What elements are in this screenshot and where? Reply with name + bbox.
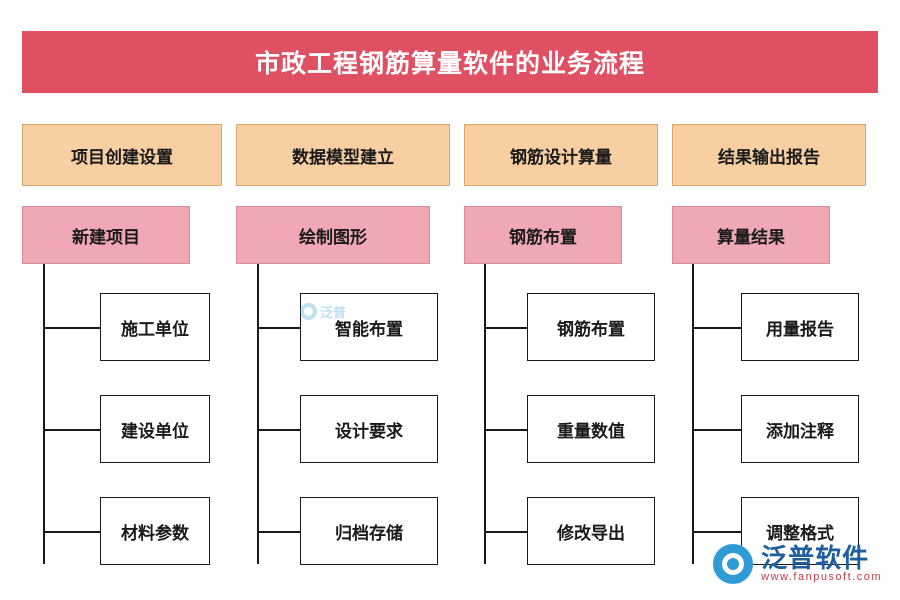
- leaf-box-2-2[interactable]: 设计要求: [300, 395, 438, 463]
- connector-branch-1-1: [43, 327, 101, 329]
- leaf-box-4-1[interactable]: 用量报告: [741, 293, 859, 361]
- connector-branch-1-3: [43, 531, 101, 533]
- brand-logo: 泛普软件 www.fanpusoft.com: [713, 544, 882, 584]
- brand-text-group: 泛普软件 www.fanpusoft.com: [761, 542, 882, 584]
- leaf-box-2-3[interactable]: 归档存储: [300, 497, 438, 565]
- title-banner: 市政工程钢筋算量软件的业务流程: [22, 31, 878, 93]
- connector-branch-2-1: [257, 327, 301, 329]
- connector-branch-3-2: [484, 429, 528, 431]
- level2-box-4[interactable]: 算量结果: [672, 206, 830, 264]
- brand-name-cn: 泛普软件: [761, 542, 870, 573]
- leaf-box-3-2[interactable]: 重量数值: [527, 395, 655, 463]
- leaf-box-4-2[interactable]: 添加注释: [741, 395, 859, 463]
- level1-box-3[interactable]: 钢筋设计算量: [464, 124, 658, 186]
- leaf-box-4-3[interactable]: 调整格式: [741, 497, 859, 565]
- leaf-box-1-1[interactable]: 施工单位: [100, 293, 210, 361]
- connector-trunk-1: [43, 264, 45, 564]
- connector-trunk-2: [257, 264, 259, 564]
- level1-box-4[interactable]: 结果输出报告: [672, 124, 866, 186]
- leaf-box-2-1[interactable]: 智能布置: [300, 293, 438, 361]
- connector-trunk-4: [692, 264, 694, 564]
- leaf-box-1-3[interactable]: 材料参数: [100, 497, 210, 565]
- leaf-box-3-3[interactable]: 修改导出: [527, 497, 655, 565]
- connector-branch-2-3: [257, 531, 301, 533]
- connector-branch-1-2: [43, 429, 101, 431]
- leaf-box-3-1[interactable]: 钢筋布置: [527, 293, 655, 361]
- page-title: 市政工程钢筋算量软件的业务流程: [254, 50, 645, 78]
- connector-branch-3-3: [484, 531, 528, 533]
- connector-branch-4-3: [692, 531, 742, 533]
- connector-branch-2-2: [257, 429, 301, 431]
- brand-circle-icon: [713, 544, 754, 584]
- level2-box-2[interactable]: 绘制图形: [236, 206, 430, 264]
- level1-box-2[interactable]: 数据模型建立: [236, 124, 450, 186]
- leaf-box-1-2[interactable]: 建设单位: [100, 395, 210, 463]
- connector-branch-3-1: [484, 327, 528, 329]
- level1-box-1[interactable]: 项目创建设置: [22, 124, 222, 186]
- level2-box-1[interactable]: 新建项目: [22, 206, 190, 264]
- connector-trunk-3: [484, 264, 486, 564]
- level2-box-3[interactable]: 钢筋布置: [464, 206, 622, 264]
- brand-url: www.fanpusoft.com: [761, 570, 882, 583]
- connector-branch-4-1: [692, 327, 742, 329]
- connector-branch-4-2: [692, 429, 742, 431]
